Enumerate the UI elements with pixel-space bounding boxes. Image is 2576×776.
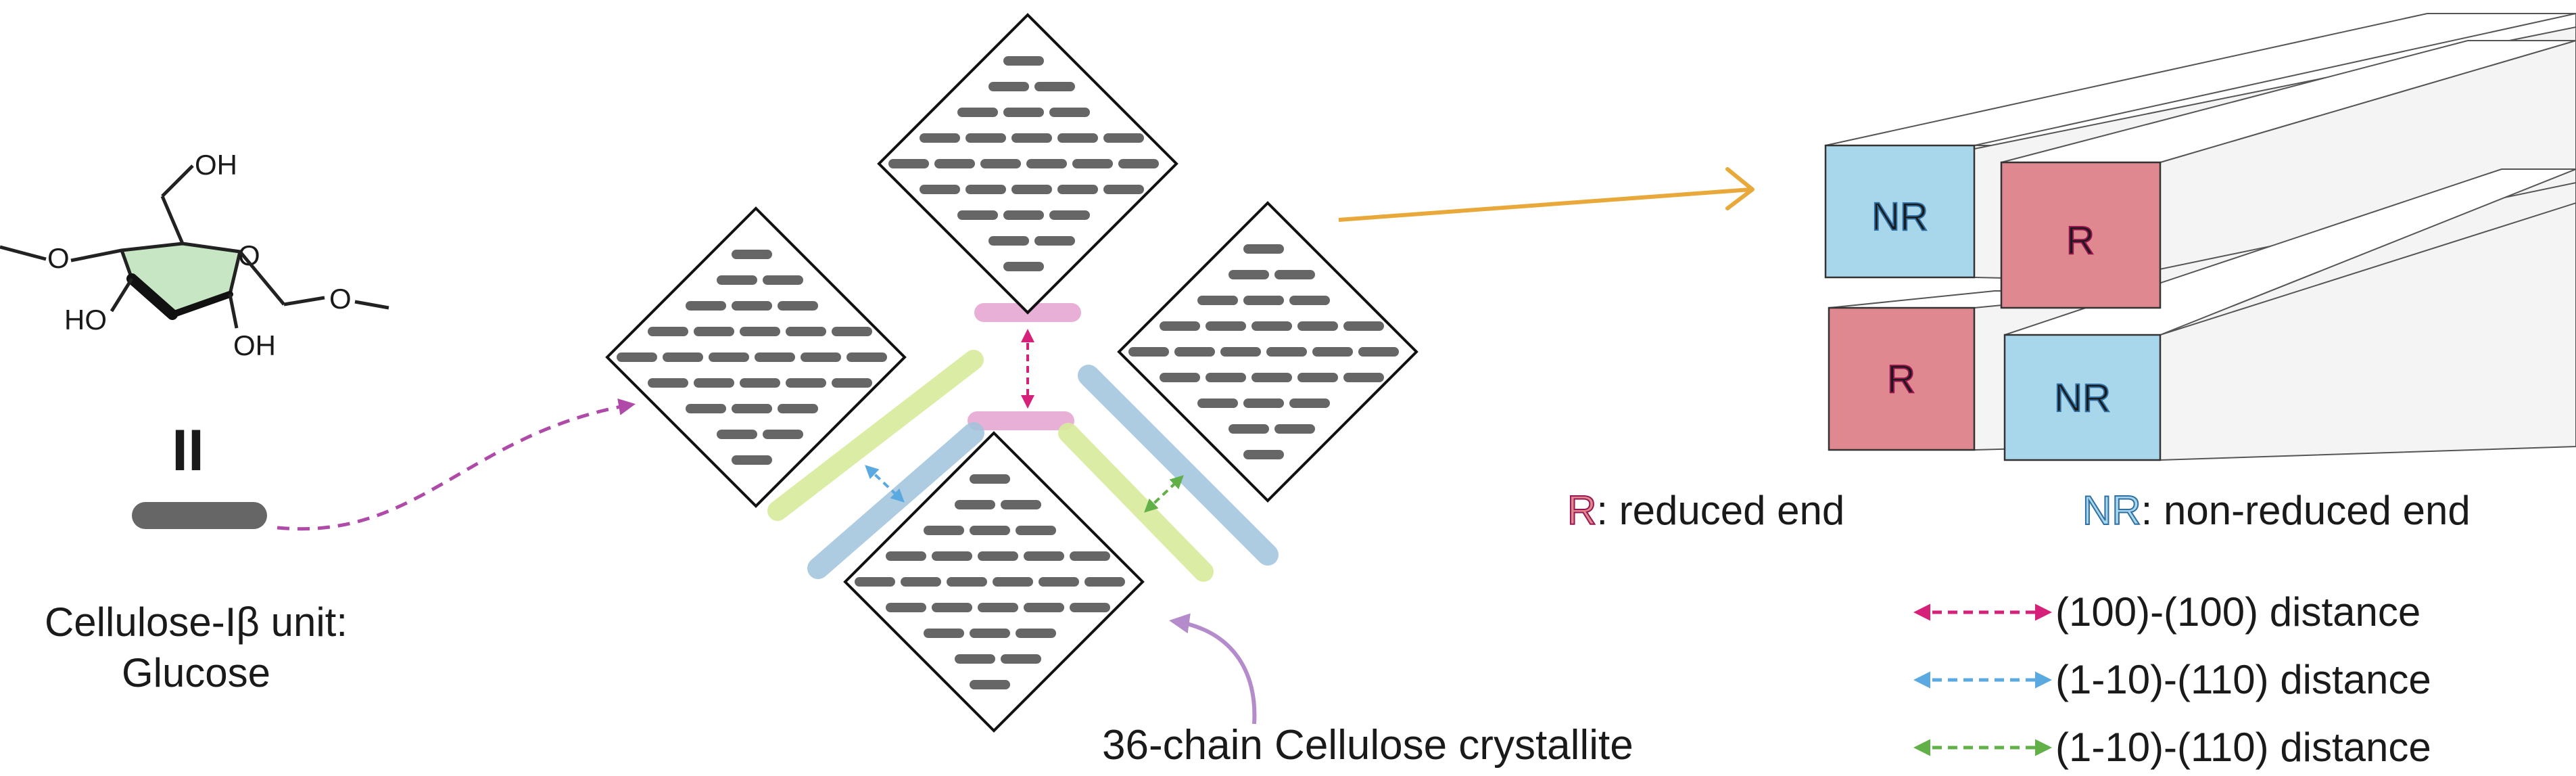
face-nr-top-left (1824, 144, 1976, 279)
unit-to-crystallite-arrow (277, 398, 636, 531)
highlight-green-left (767, 350, 984, 521)
face-r-bottom-left (1828, 306, 1976, 451)
face-label-3: R (1887, 357, 1915, 401)
reduced-end-legend: R: reduced end (1567, 488, 1844, 533)
oh-bottom-label: OH (233, 329, 276, 361)
r-text: : reduced end (1596, 488, 1844, 533)
ends-legend: R: reduced end NR: non-reduced end (1567, 487, 2471, 534)
glucose-symbol-label: II (172, 418, 204, 483)
glucose-caption-line2: Glucose (122, 650, 270, 695)
crystallite-pointer-arrow (1169, 613, 1257, 725)
face-label-2: R (2066, 219, 2095, 263)
distance-arrow-1-10-green (1144, 475, 1184, 513)
orange-arrowhead (1725, 167, 1755, 210)
right-oxygen-label: O (329, 283, 352, 315)
non-reduced-end-legend: NR: non-reduced end (2082, 488, 2471, 533)
crystallite-caption: 36-chain Cellulose crystallite (1102, 722, 1633, 769)
r-key: R (1567, 488, 1596, 533)
oh-left-label: HO (64, 304, 107, 336)
glucose-caption-line1: Cellulose-Iβ unit: (45, 599, 348, 645)
crystallite-left (605, 206, 907, 508)
face-r-top-right (2000, 161, 2162, 309)
oh-top-label: OH (195, 149, 237, 181)
legend-label-1-10-green: (1-10)-(110) distance (2055, 725, 2431, 770)
nr-key: NR (2082, 488, 2141, 533)
nr-text: : non-reduced end (2141, 488, 2471, 533)
left-oxygen-label: O (47, 242, 70, 274)
crystallite-assembly (605, 13, 1418, 733)
distance-arrow-1-10-blue (865, 465, 905, 503)
highlight-blue-right (1078, 365, 1279, 566)
highlight-green-right (1058, 423, 1214, 582)
crystallite-right (1117, 201, 1418, 503)
distance-legend: (100)-(100) distance (1-10)-(110) distan… (1913, 589, 2431, 770)
face-label-4: NR (2054, 376, 2111, 420)
fiber-bundle: NR R R NR (1824, 13, 2576, 461)
crystallite-top (877, 13, 1178, 315)
crystallite-bottom (843, 431, 1145, 733)
crystallite-to-bundle-arrow (1338, 187, 1752, 222)
glucose-structure: O O OH HO OH O (0, 149, 389, 361)
face-label-1: NR (1871, 195, 1928, 239)
face-nr-bottom-right (2003, 334, 2162, 461)
legend-label-1-10-blue: (1-10)-(110) distance (2055, 657, 2431, 702)
legend-label-100: (100)-(100) distance (2055, 589, 2420, 635)
